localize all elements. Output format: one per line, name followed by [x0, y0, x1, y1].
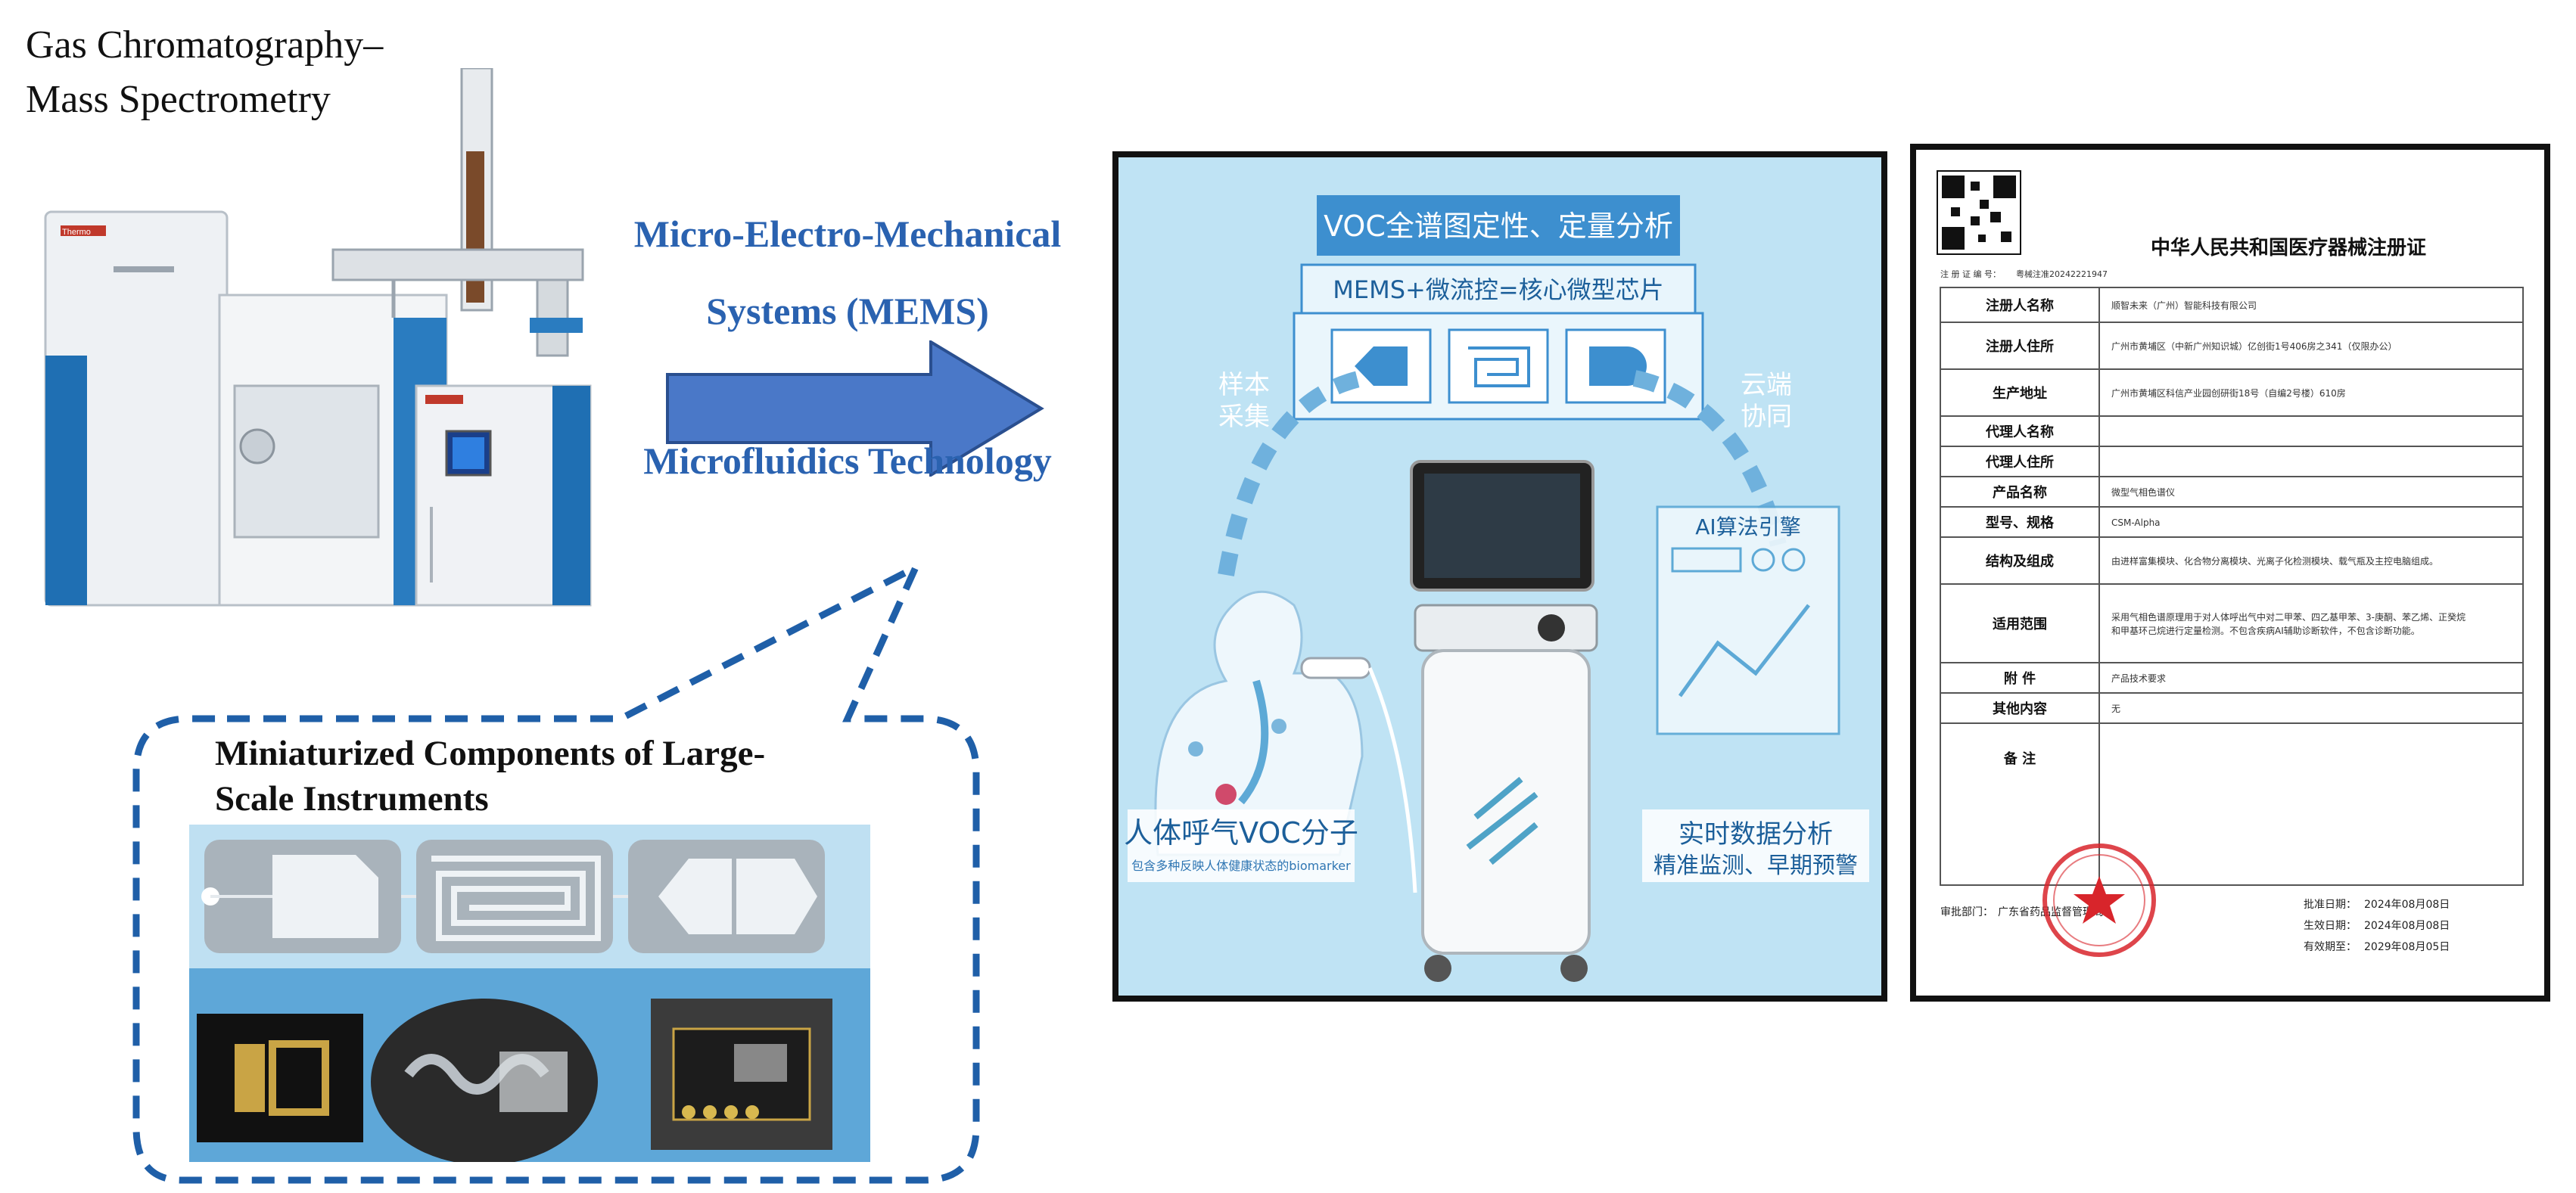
poster-left-box-sub: 包含多种反映人体健康状态的biomarker	[1131, 859, 1351, 873]
cert-date-value: 2024年08月08日	[2364, 899, 2450, 911]
cert-row-value: 采用气相色谱原理用于对人体呼出气中对二甲苯、四乙基甲苯、3-庚酮、苯乙烯、正癸烷	[2111, 611, 2466, 623]
cert-date-value: 2029年08月05日	[2364, 941, 2450, 953]
cert-row-label: 代理人名称	[1985, 424, 2054, 440]
gcms-title-line2: Mass Spectrometry	[26, 78, 331, 121]
cert-row-label: 备 注	[2003, 750, 2036, 767]
cert-row-value: 由进样富集模块、化合物分离模块、光离子化检测模块、载气瓶及主控电脑组成。	[2111, 555, 2438, 567]
microchip-components-image	[189, 825, 870, 1162]
cert-dept-label: 审批部门：	[1940, 906, 1993, 918]
cert-row-value: 无	[2111, 704, 2120, 714]
cert-row-value: 广州市黄埔区（中新广州知识城）亿创街1号406房之341（仅限办公）	[2111, 340, 2397, 352]
cert-row-label: 适用范围	[1993, 616, 2047, 632]
cert-dept-value: 广东省药品监督管理局	[1998, 906, 2104, 918]
poster-left-arc-l1: 样本	[1218, 370, 1270, 400]
cert-row-label: 注册人住所	[1986, 338, 2054, 355]
right-arrow-icon	[666, 340, 1044, 477]
cert-row-label: 生产地址	[1993, 385, 2047, 402]
cert-row-label: 结构及组成	[1986, 553, 2054, 570]
voc-analysis-poster: VOC全谱图定性、定量分析 MEMS+微流控=核心微型芯片 样本 采集 云端 协…	[1112, 151, 1887, 1002]
cert-row-value: CSM-Alpha	[2111, 517, 2161, 528]
cert-date-label: 生效日期：	[2304, 920, 2357, 932]
miniaturized-title: Miniaturized Components of Large- Scale …	[215, 731, 896, 822]
gcms-instrument-image: Thermo	[44, 68, 592, 607]
callout-bubble	[132, 560, 980, 1184]
miniaturized-title-line2: Scale Instruments	[215, 779, 489, 819]
cert-row-value: 顺智未来（广州）智能科技有限公司	[2111, 300, 2257, 311]
cert-row-value: 微型气相色谱仪	[2111, 486, 2175, 498]
cert-reg-no-value: 粤械注准20242221947	[2016, 269, 2108, 279]
poster-right-box-l1: 实时数据分析	[1678, 819, 1833, 850]
poster-right-arc-l2: 协同	[1741, 402, 1792, 432]
poster-right-arc-l1: 云端	[1741, 370, 1792, 400]
cert-date-label: 批准日期：	[2304, 899, 2357, 911]
poster-ai-label: AI算法引擎	[1695, 514, 1800, 539]
cert-row-label: 附 件	[2004, 670, 2036, 687]
mems-label-line1: Micro-Electro-Mechanical	[633, 213, 1062, 255]
qr-code-icon	[1937, 170, 2021, 255]
gcms-title: Gas Chromatography– Mass Spectrometry	[26, 18, 495, 127]
cert-title: 中华人民共和国医疗器械注册证	[2151, 236, 2426, 259]
microfluidics-label: Microfluidics Technology	[643, 440, 1052, 482]
cert-row-label: 产品名称	[1993, 484, 2047, 501]
device-registration-certificate: 中华人民共和国医疗器械注册证 注 册 证 编 号： 粤械注准2024222194…	[1910, 144, 2550, 1002]
poster-left-arc-l2: 采集	[1218, 402, 1270, 432]
cert-row-value: 和甲基环己烷进行定量检测。不包含疾病AI辅助诊断软件，不包含诊断功能。	[2111, 625, 2420, 636]
miniaturized-title-line1: Miniaturized Components of Large-	[215, 734, 766, 773]
poster-right-box-l2: 精准监测、早期预警	[1654, 853, 1858, 879]
mems-label-line2: Systems (MEMS)	[706, 290, 989, 332]
poster-header: VOC全谱图定性、定量分析	[1324, 210, 1673, 243]
cert-row-label: 注册人名称	[1986, 297, 2054, 314]
cert-reg-no-label: 注 册 证 编 号：	[1940, 269, 2001, 279]
cert-row-label: 型号、规格	[1986, 514, 2055, 531]
cert-date-value: 2024年08月08日	[2364, 920, 2450, 932]
cert-row-label: 代理人住所	[1985, 454, 2054, 471]
gcms-title-line1: Gas Chromatography–	[26, 23, 384, 67]
cert-dates: 批准日期：2024年08月08日生效日期：2024年08月08日有效期至：202…	[2304, 899, 2450, 953]
poster-left-box-title: 人体呼气VOC分子	[1124, 816, 1358, 850]
poster-subheader: MEMS+微流控=核心微型芯片	[1333, 275, 1663, 304]
cert-date-label: 有效期至：	[2304, 941, 2357, 953]
official-seal-icon	[2042, 843, 2156, 957]
cert-row-value: 广州市黄埔区科信产业园创研街18号（自编2号楼）610房	[2111, 387, 2346, 399]
cert-row-value: 产品技术要求	[2111, 673, 2166, 684]
thermo-logo-left: Thermo	[62, 228, 91, 237]
cert-row-label: 其他内容	[1993, 701, 2047, 717]
